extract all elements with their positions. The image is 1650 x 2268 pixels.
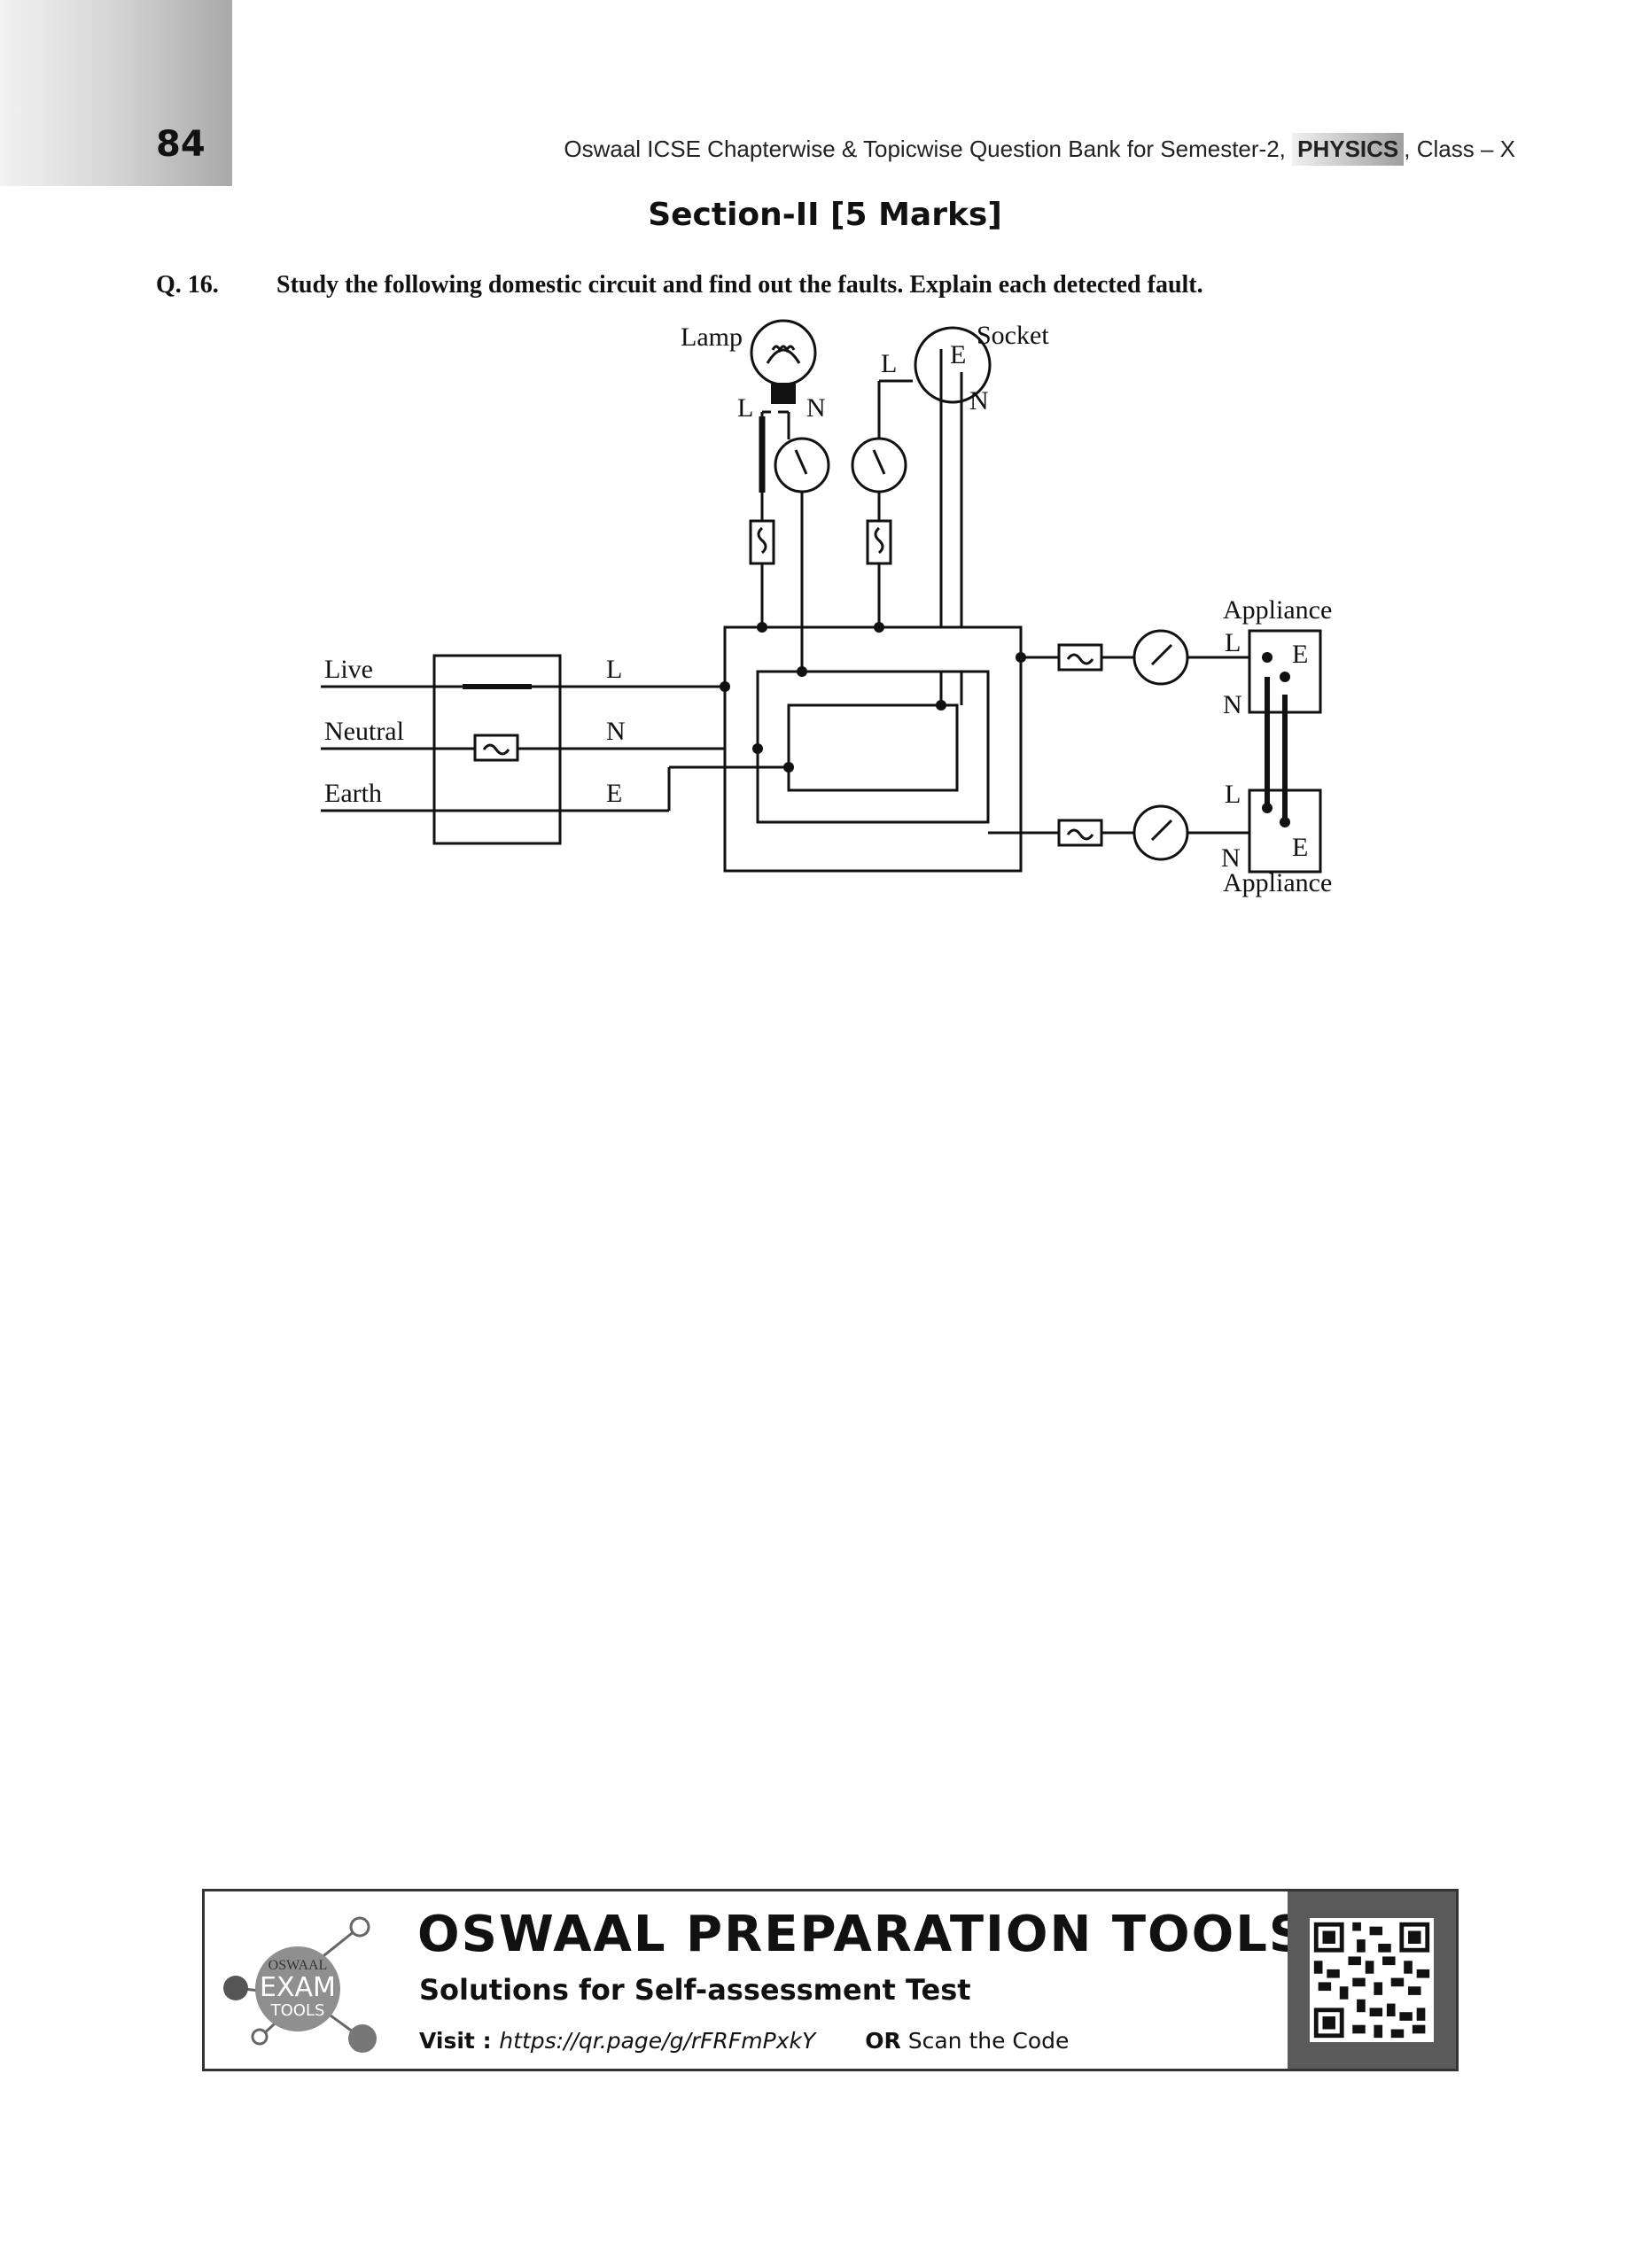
main-neutral-label: N — [606, 717, 626, 746]
socket-label: Socket — [977, 321, 1049, 350]
appliance-2-neutral-label: N — [1221, 843, 1241, 873]
running-head-prefix: Oswaal ICSE Chapterwise & Topicwise Ques… — [564, 136, 1293, 162]
logo-word-oswaal: OSWAAL — [269, 1958, 328, 1973]
appliance-1-neutral-label: N — [1223, 690, 1242, 719]
lamp-neutral-label: N — [806, 393, 826, 423]
socket-live-label: L — [881, 349, 897, 378]
appliance-2-earth-label: E — [1292, 833, 1308, 862]
page-number-tab — [0, 0, 232, 186]
main-live-label: L — [606, 655, 622, 684]
earth-wire-label: Earth — [324, 779, 382, 808]
appliance-2-live-label: L — [1225, 780, 1241, 809]
lamp-live-label: L — [737, 393, 753, 423]
appliance-top-label: Appliance — [1223, 595, 1332, 625]
qr-code-panel — [1288, 1891, 1456, 2069]
visit-url-link[interactable]: https://qr.page/g/rFRFmPxkY — [499, 2028, 816, 2054]
visit-label: Visit : — [419, 2028, 500, 2054]
banner-title: OSWAAL PREPARATION TOOLS — [417, 1906, 1307, 1963]
socket-earth-label: E — [950, 340, 966, 369]
oswaal-tools-banner: OSWAAL EXAM TOOLS OSWAAL PREPARATION TOO… — [202, 1889, 1459, 2071]
or-label: OR — [865, 2028, 901, 2054]
question-number: Q. 16. — [156, 271, 219, 299]
scan-code-text: Scan the Code — [900, 2028, 1070, 2054]
appliance-bottom-label: Appliance — [1223, 868, 1332, 897]
question-text: Study the following domestic circuit and… — [276, 271, 1203, 299]
domestic-circuit-diagram: Lamp Socket L N L E N Live Neutral Earth… — [321, 319, 1332, 897]
banner-subtitle: Solutions for Self-assessment Test — [419, 1973, 971, 2007]
page-number: 84 — [156, 124, 206, 165]
running-head-suffix: , Class – X — [1404, 136, 1515, 162]
main-earth-label: E — [606, 779, 622, 808]
section-title: Section-II [5 Marks] — [648, 197, 1002, 233]
socket-neutral-label: N — [969, 386, 989, 416]
oswaal-exam-tools-logo: OSWAAL EXAM TOOLS — [223, 1916, 377, 2053]
qr-code-icon[interactable] — [1310, 1918, 1434, 2042]
appliance-1-live-label: L — [1225, 628, 1241, 657]
running-head: Oswaal ICSE Chapterwise & Topicwise Ques… — [564, 133, 1515, 166]
running-head-subject: PHYSICS — [1292, 133, 1405, 166]
appliance-1-earth-label: E — [1292, 640, 1308, 669]
logo-word-exam: EXAM — [260, 1972, 336, 2003]
banner-visit-line: Visit : https://qr.page/g/rFRFmPxkY OR Sc… — [419, 2028, 1069, 2054]
lamp-label: Lamp — [681, 322, 743, 352]
neutral-wire-label: Neutral — [324, 717, 404, 746]
logo-word-tools: TOOLS — [270, 2001, 325, 2020]
live-wire-label: Live — [324, 655, 373, 684]
